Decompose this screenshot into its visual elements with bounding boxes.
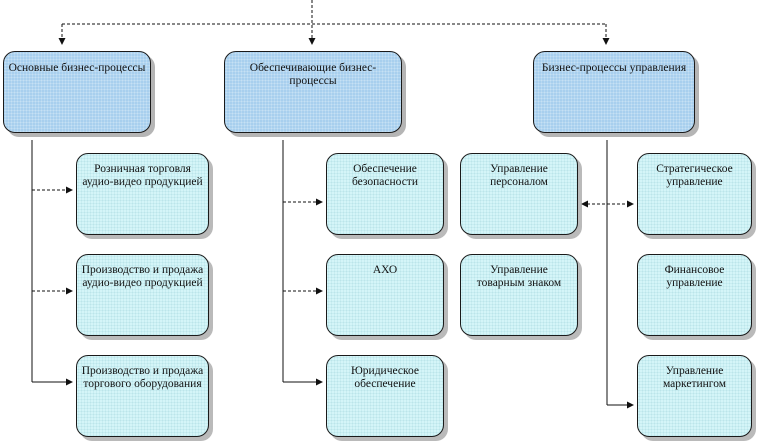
process-label: Розничная торговля аудио-видео продукцие… — [82, 163, 203, 188]
process-label: Управление товарным знаком — [476, 264, 562, 289]
process-trademark: Управление товарным знаком — [460, 254, 578, 336]
process-strategic: Стратегическое управление — [637, 153, 752, 235]
process-label: Финансовое управление — [664, 264, 725, 289]
process-production-equipment: Производство и продажа торгового оборудо… — [76, 355, 209, 437]
process-label: Управление маркетингом — [662, 365, 727, 390]
category-support-label: Обеспечивающие бизнес-процессы — [249, 62, 377, 87]
process-label: Производство и продажа аудио-видео проду… — [81, 264, 204, 289]
category-management-label: Бизнес-процессы управления — [541, 62, 687, 74]
process-label: Производство и продажа торгового оборудо… — [81, 365, 204, 390]
category-main: Основные бизнес-процессы — [3, 51, 151, 133]
process-label: АХО — [372, 264, 398, 276]
process-hr: Управление персоналом — [460, 153, 578, 235]
mgmt-branch-lines — [581, 140, 634, 409]
main-branch-lines — [31, 140, 73, 386]
process-legal: Юридическое обеспечение — [326, 355, 444, 437]
category-main-label: Основные бизнес-процессы — [8, 62, 146, 74]
process-security: Обеспечение безопасности — [326, 153, 444, 235]
process-finance: Финансовое управление — [637, 254, 752, 336]
process-label: Обеспечение безопасности — [351, 163, 418, 188]
process-label: Управление персоналом — [490, 163, 548, 188]
process-production-av: Производство и продажа аудио-видео проду… — [76, 254, 209, 336]
category-management: Бизнес-процессы управления — [533, 51, 695, 133]
process-aho: АХО — [326, 254, 444, 336]
top-distribution-lines — [58, 0, 610, 45]
process-retail-av: Розничная торговля аудио-видео продукцие… — [76, 153, 209, 235]
support-branch-lines — [282, 140, 323, 386]
process-marketing: Управление маркетингом — [637, 355, 752, 437]
category-support: Обеспечивающие бизнес-процессы — [224, 51, 402, 133]
process-label: Стратегическое управление — [656, 163, 733, 188]
process-label: Юридическое обеспечение — [350, 365, 419, 390]
